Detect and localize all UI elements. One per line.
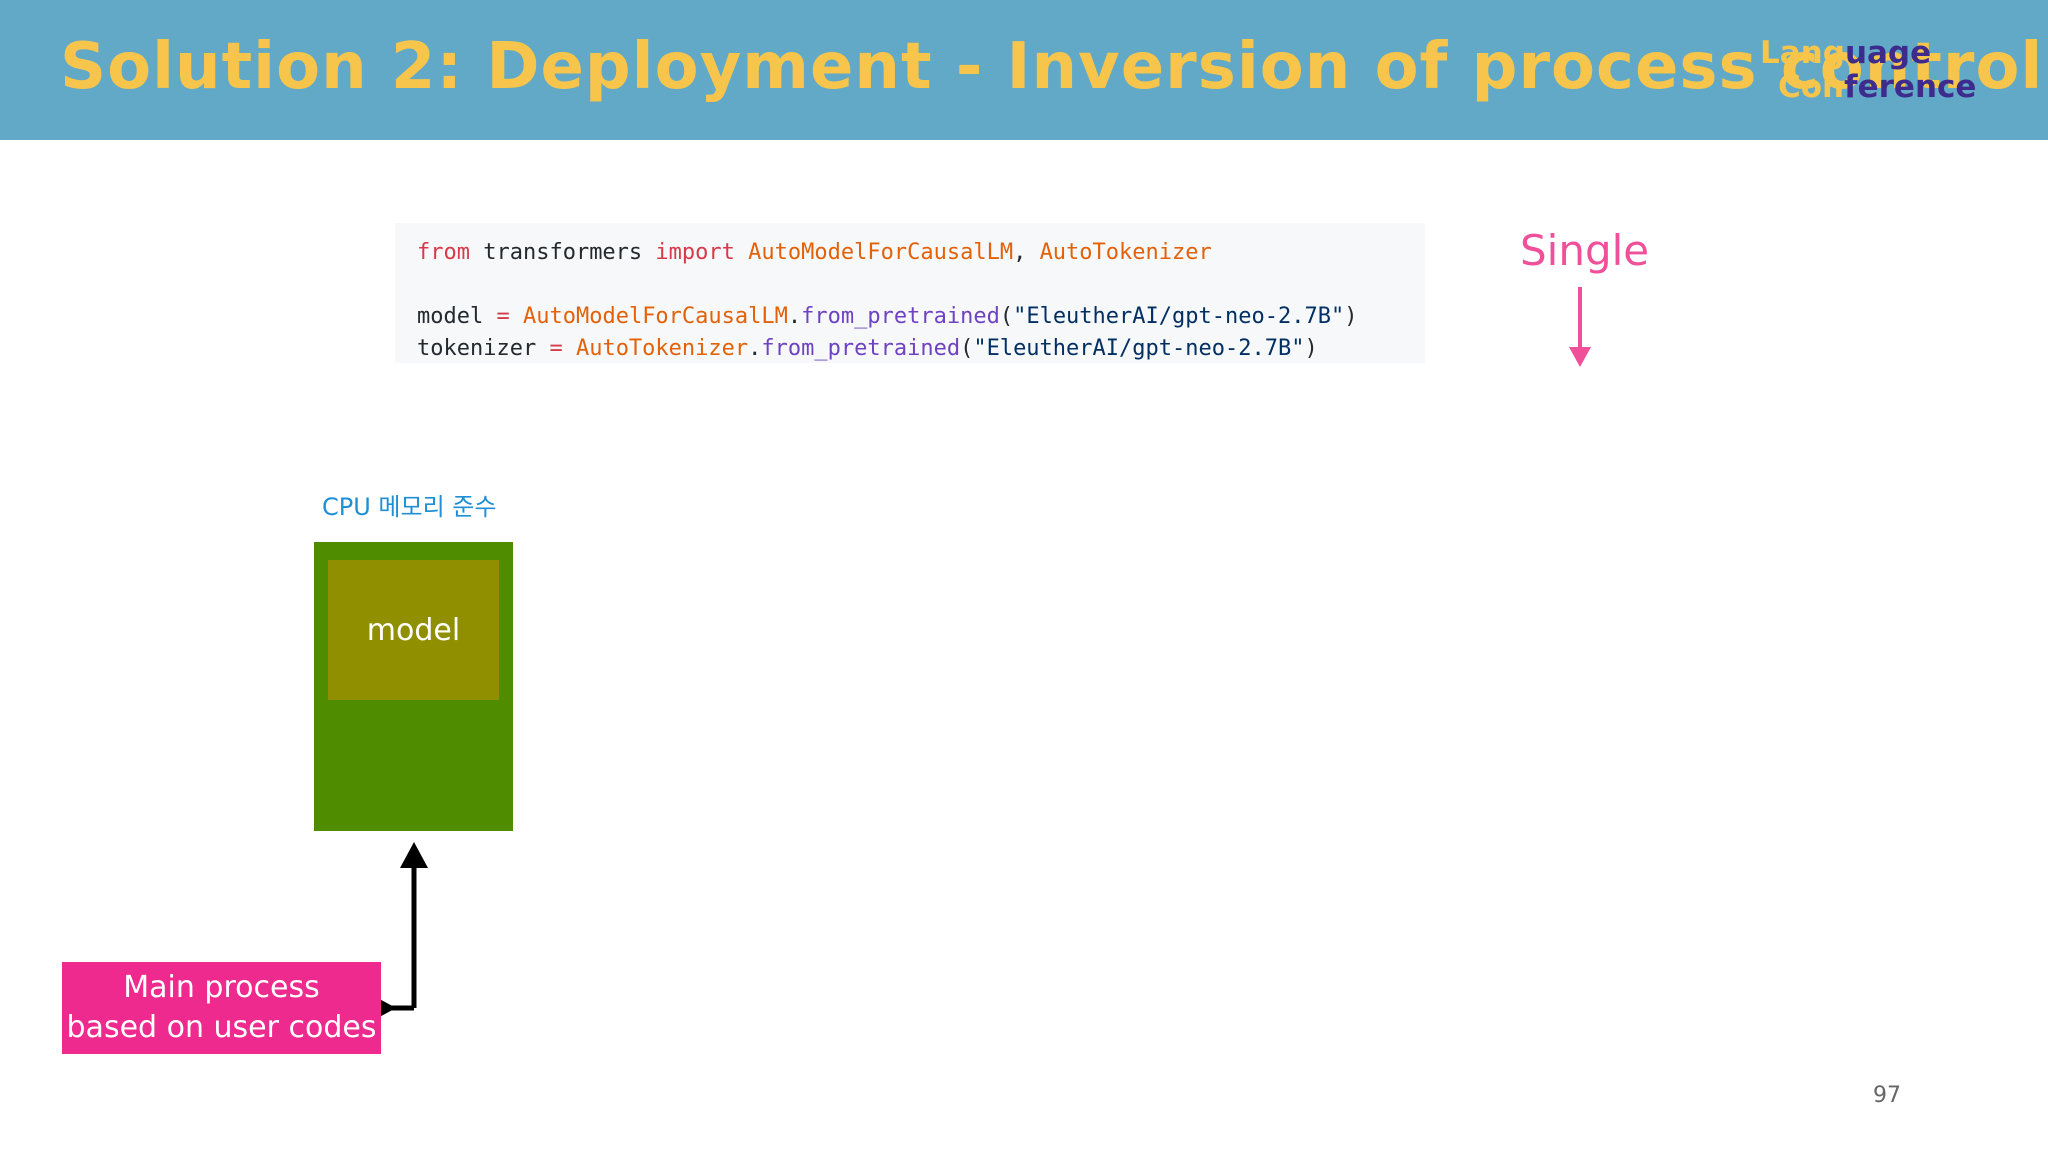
main-process-line2: based on user codes xyxy=(66,1010,377,1045)
code-block: from transformers import AutoModelForCau… xyxy=(395,223,1425,363)
conference-logo: Language Conference xyxy=(1760,35,1977,105)
code-line-4: tokenizer = AutoTokenizer.from_pretraine… xyxy=(417,336,1318,361)
main-process-box: Main process based on user codes xyxy=(62,962,381,1054)
header-bar: Solution 2: Deployment - Inversion of pr… xyxy=(0,0,2048,140)
page-number: 97 xyxy=(1873,1083,1901,1108)
code-line-1: from transformers import AutoModelForCau… xyxy=(417,240,1212,265)
cpu-memory-label: CPU 메모리 준수 xyxy=(322,493,497,521)
model-box: model xyxy=(328,560,499,700)
slide-title: Solution 2: Deployment - Inversion of pr… xyxy=(60,30,2044,104)
single-label: Single xyxy=(1520,226,1650,275)
code-line-2 xyxy=(417,269,1403,301)
arrow-down-icon xyxy=(1569,287,1591,367)
model-label: model xyxy=(366,612,461,648)
code-line-3: model = AutoModelForCausalLM.from_pretra… xyxy=(417,304,1358,329)
main-process-line1: Main process xyxy=(123,970,320,1005)
